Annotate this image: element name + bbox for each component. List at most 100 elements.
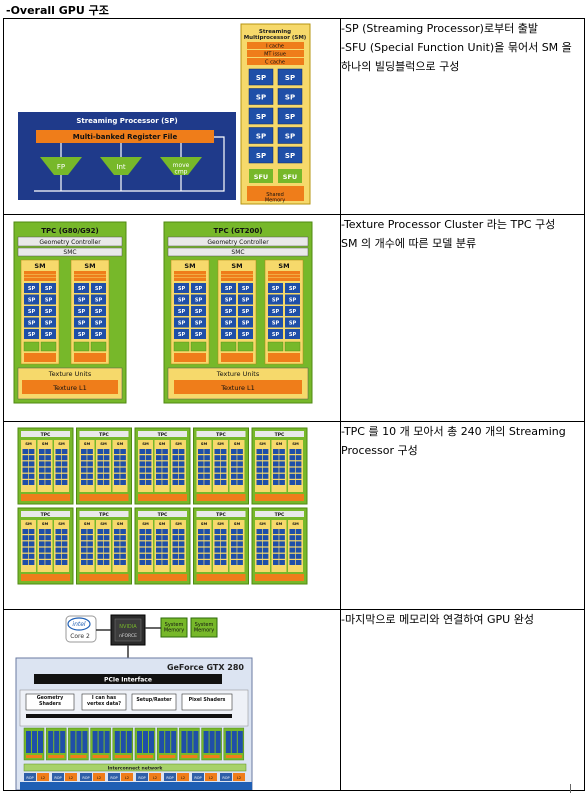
sm-cache-strip bbox=[74, 278, 106, 281]
geometry-controller-label: Geometry Controller bbox=[39, 239, 101, 246]
sp-block-label: SP bbox=[289, 321, 297, 327]
sm-label: SM bbox=[276, 521, 283, 526]
pipeline-stage-label: Pixel Shaders bbox=[189, 697, 226, 703]
sp-block bbox=[39, 480, 45, 485]
sp-block bbox=[145, 535, 152, 541]
gtx-sm bbox=[231, 731, 237, 753]
pipeline-stage-label: Shaders bbox=[39, 701, 61, 707]
sp-block bbox=[237, 541, 243, 547]
label-line: Multiprocessor (SM) bbox=[244, 35, 307, 41]
sp-block bbox=[273, 529, 279, 534]
sp-block-label: SP bbox=[225, 309, 233, 315]
sp-block-label: SP bbox=[272, 321, 280, 327]
sp-block bbox=[114, 553, 120, 559]
sp-block bbox=[237, 480, 243, 485]
sp-block-label: SP bbox=[28, 286, 36, 292]
sp-block bbox=[198, 529, 204, 534]
rop-label: ROP bbox=[82, 776, 89, 780]
description-cell: -마지막으로 메모리와 연결하여 GPU 완성 bbox=[340, 609, 585, 791]
sp-block bbox=[268, 294, 283, 305]
sp-block bbox=[231, 529, 237, 534]
sp-block-label: SP bbox=[95, 309, 103, 315]
sp-block bbox=[61, 553, 68, 559]
sp-block bbox=[74, 317, 89, 328]
sp-block bbox=[220, 461, 227, 467]
gtx-sm bbox=[126, 731, 132, 753]
sp-block bbox=[91, 329, 106, 339]
sp-block bbox=[295, 473, 302, 479]
sp-block bbox=[28, 461, 35, 467]
sfu-block bbox=[190, 341, 207, 352]
sp-block bbox=[74, 283, 89, 293]
sp-block bbox=[279, 455, 285, 461]
gtx-sm bbox=[38, 731, 43, 753]
tpc-label: TPC bbox=[216, 512, 226, 518]
sp-block bbox=[139, 449, 146, 454]
sp-block bbox=[145, 560, 152, 565]
sm-label: SM bbox=[201, 521, 208, 526]
sp-block bbox=[103, 547, 110, 553]
label-line: cmp bbox=[175, 169, 188, 176]
sp-block-label: SP bbox=[242, 309, 250, 315]
sp-block bbox=[91, 283, 106, 293]
sm-label: SM bbox=[259, 521, 266, 526]
sp-block bbox=[120, 547, 126, 553]
sp-block bbox=[172, 541, 179, 547]
tpc-label: TPC bbox=[99, 512, 109, 518]
sp-block bbox=[120, 461, 126, 467]
shared-memory-block bbox=[74, 353, 106, 362]
geometry-controller-label: Geometry Controller bbox=[207, 239, 269, 246]
texture-block bbox=[255, 494, 304, 501]
sp-block bbox=[262, 461, 269, 467]
sp-block bbox=[87, 467, 93, 473]
nforce-label: nFORCE bbox=[119, 633, 137, 639]
sp-block bbox=[162, 455, 168, 461]
gtx-sm bbox=[32, 731, 37, 753]
sp-block bbox=[97, 529, 104, 534]
sp-block bbox=[120, 455, 126, 461]
tpc-label: TPC bbox=[41, 512, 51, 518]
sm-label: SM bbox=[184, 262, 195, 270]
sp-block bbox=[91, 306, 106, 316]
sp-block bbox=[273, 461, 279, 467]
sp-block bbox=[61, 547, 68, 553]
rop-label: ROP bbox=[54, 776, 61, 780]
sp-block bbox=[237, 553, 243, 559]
sp-block bbox=[120, 560, 126, 565]
intel-label: intel bbox=[72, 621, 86, 628]
sp-block bbox=[81, 553, 87, 559]
icache-block bbox=[247, 42, 304, 49]
sp-block bbox=[91, 294, 106, 305]
sp-block bbox=[24, 283, 39, 293]
description-line: -SP (Streaming Processor)로부터 출발 bbox=[341, 22, 539, 35]
description-cell: -SP (Streaming Processor)로부터 출발 -SFU (Sp… bbox=[340, 18, 585, 215]
sp-block bbox=[178, 560, 185, 565]
sp-block bbox=[204, 560, 210, 565]
sp-block bbox=[178, 467, 185, 473]
l2-label: L2 bbox=[97, 776, 101, 780]
sp-block bbox=[162, 547, 168, 553]
sp-block-label: SP bbox=[195, 332, 203, 338]
sm-label: SM bbox=[84, 521, 91, 526]
sp-block bbox=[295, 449, 302, 454]
sp-block bbox=[285, 329, 300, 339]
sp-block bbox=[231, 535, 237, 541]
sp-block bbox=[198, 547, 204, 553]
sp-block bbox=[256, 553, 263, 559]
sp-block bbox=[22, 455, 29, 461]
sp-block bbox=[214, 553, 221, 559]
sp-block bbox=[103, 449, 110, 454]
rop-block bbox=[52, 773, 64, 781]
sp-block bbox=[231, 480, 237, 485]
sp-block bbox=[256, 535, 263, 541]
sp-block bbox=[162, 480, 168, 485]
sm-label: SM bbox=[276, 441, 283, 446]
sp-block bbox=[145, 449, 152, 454]
sp-block bbox=[114, 535, 120, 541]
sp-block bbox=[231, 547, 237, 553]
sp-block bbox=[45, 473, 51, 479]
sp-block bbox=[28, 535, 35, 541]
page-title: -Overall GPU 구조 bbox=[6, 4, 109, 17]
gtx-sm bbox=[193, 731, 199, 753]
